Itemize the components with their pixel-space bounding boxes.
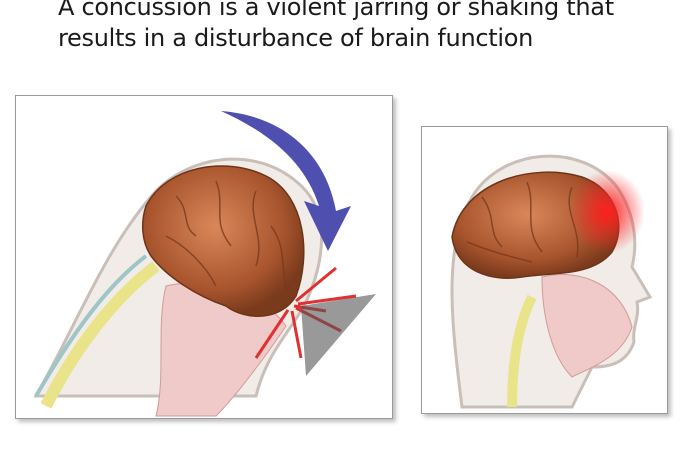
spine [40, 261, 160, 409]
spine [507, 294, 537, 408]
brain [141, 165, 305, 317]
caption-line-2: results in a disturbance of brain functi… [58, 24, 534, 52]
impact-illustration-panel [15, 95, 393, 419]
injured-brain-illustration-panel [421, 126, 668, 414]
caption-line-1: A concussion is a violent jarring or sha… [58, 0, 614, 21]
face-tissue [541, 273, 633, 378]
head-injury-illustration [450, 154, 653, 409]
injury-glow [569, 170, 645, 254]
caption: A concussion is a violent jarring or sha… [58, 0, 698, 54]
motion-arrow-icon [221, 111, 351, 251]
head-impact-illustration [33, 111, 376, 417]
